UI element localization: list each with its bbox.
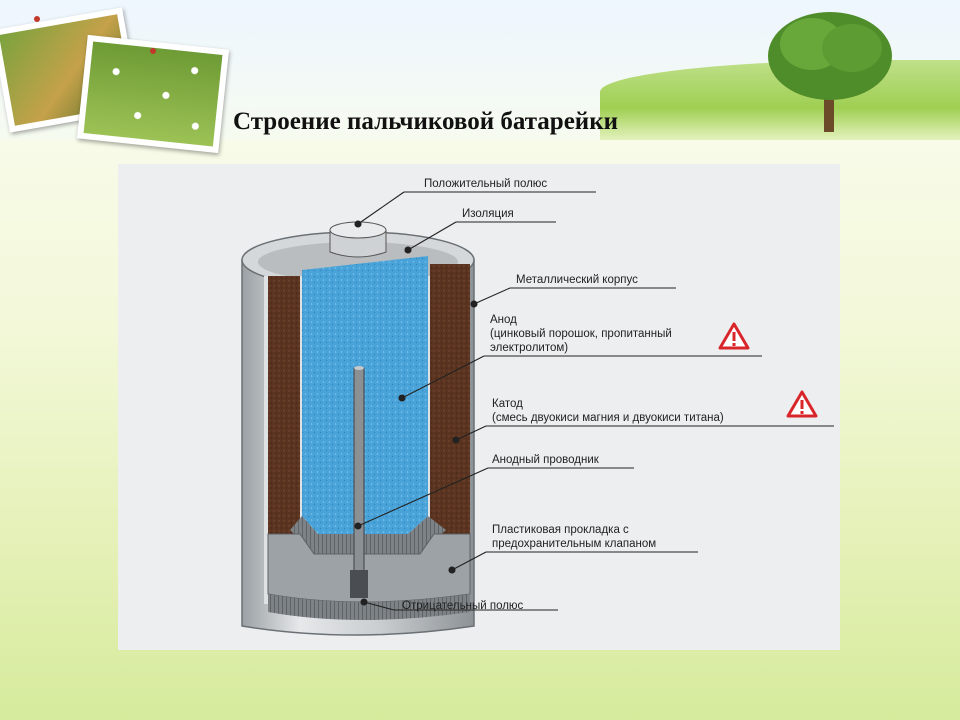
pin-icon bbox=[150, 48, 156, 54]
label-anode-desc-1: (цинковый порошок, пропитанный bbox=[490, 328, 672, 340]
label-plastic-gasket-1: Пластиковая прокладка с bbox=[492, 524, 629, 536]
separator bbox=[290, 516, 446, 554]
battery-diagram: Положительный полюс Изоляция Металлическ… bbox=[118, 164, 840, 650]
label-cathode-desc: (смесь двуокиси магния и двуокиси титана… bbox=[492, 412, 724, 424]
warning-triangle-icon bbox=[718, 322, 750, 350]
anode-core bbox=[302, 256, 428, 534]
tree-icon bbox=[768, 12, 892, 132]
slide-title: Строение пальчиковой батарейки bbox=[233, 108, 619, 135]
label-negative-pole: Отрицательный полюс bbox=[402, 600, 524, 612]
label-metal-case: Металлический корпус bbox=[516, 274, 638, 286]
label-insulation: Изоляция bbox=[462, 208, 514, 220]
pin-icon bbox=[34, 16, 40, 22]
cathode-layer-left bbox=[268, 276, 300, 534]
label-anode-conductor: Анодный проводник bbox=[492, 454, 599, 466]
battery-cutaway bbox=[241, 191, 834, 636]
warning-triangle-icon bbox=[786, 390, 818, 418]
label-anode-desc-2: электролитом) bbox=[490, 342, 569, 354]
anode-conductor-rod bbox=[353, 367, 365, 597]
label-plastic-gasket-2: предохранительным клапаном bbox=[492, 538, 657, 550]
cathode-layer-right bbox=[430, 264, 470, 534]
label-cathode-title: Катод bbox=[492, 398, 523, 410]
label-anode-title: Анод bbox=[490, 314, 517, 326]
label-positive-pole: Положительный полюс bbox=[424, 178, 548, 190]
